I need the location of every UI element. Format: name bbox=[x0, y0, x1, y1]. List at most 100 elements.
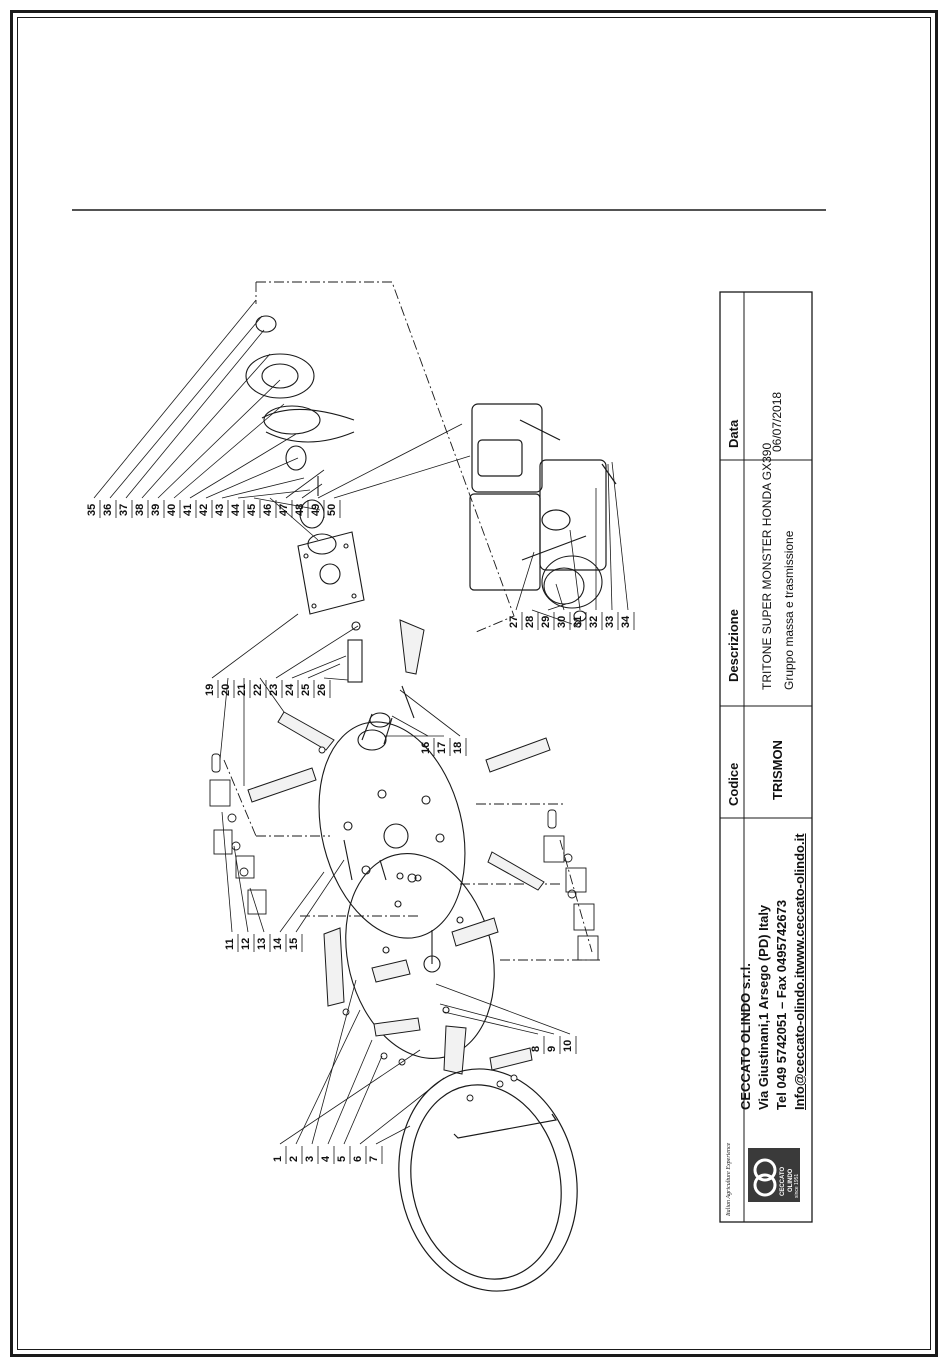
callout-40: 40 bbox=[166, 503, 178, 516]
company-address: Via Giustinani,1 Arsego (PD) Italy bbox=[756, 904, 771, 1110]
callout-15: 15 bbox=[288, 937, 300, 950]
company-web[interactable]: Info@ceccato-olindo.itwww.ceccato-olindo… bbox=[792, 833, 807, 1110]
callout-6: 6 bbox=[352, 1155, 364, 1162]
bolt-fasteners bbox=[318, 620, 582, 1102]
leader-2 bbox=[295, 1009, 361, 1145]
leader-6 bbox=[359, 1077, 445, 1145]
codice-value: TRISMON bbox=[770, 740, 785, 800]
callout-22: 22 bbox=[252, 683, 264, 696]
callout-37: 37 bbox=[118, 503, 130, 516]
title-block-grid bbox=[719, 291, 813, 1223]
leader-12 bbox=[233, 845, 249, 933]
callout-1: 1 bbox=[272, 1155, 284, 1162]
callout-46: 46 bbox=[262, 503, 274, 516]
callout-4: 4 bbox=[320, 1155, 332, 1162]
callout-24: 24 bbox=[284, 683, 296, 696]
leader-41 bbox=[189, 433, 297, 499]
callout-3: 3 bbox=[304, 1155, 316, 1162]
callout-48: 48 bbox=[294, 503, 306, 516]
callout-34: 34 bbox=[620, 615, 632, 628]
leader-8 bbox=[443, 1011, 539, 1035]
callout-27: 27 bbox=[508, 615, 520, 628]
callout-26: 26 bbox=[316, 683, 328, 696]
callout-20: 20 bbox=[220, 683, 232, 696]
callout-5: 5 bbox=[336, 1155, 348, 1162]
callout-2: 2 bbox=[288, 1155, 300, 1162]
leader-19 bbox=[211, 613, 299, 679]
leader-46 bbox=[269, 497, 319, 541]
callout-41: 41 bbox=[182, 503, 194, 516]
leader-30 bbox=[555, 583, 565, 611]
callout-19: 19 bbox=[204, 683, 216, 696]
leader-47 bbox=[285, 469, 325, 499]
callout-35: 35 bbox=[86, 503, 98, 516]
callout-50: 50 bbox=[326, 503, 338, 516]
leader-27 bbox=[515, 551, 535, 611]
page-border-inner bbox=[17, 17, 931, 1350]
leader-28 bbox=[531, 609, 573, 625]
callout-44: 44 bbox=[230, 503, 242, 516]
leader-29 bbox=[547, 603, 567, 611]
outer-rim-ring bbox=[398, 1068, 578, 1292]
callout-49: 49 bbox=[310, 503, 322, 516]
leader-42 bbox=[205, 457, 299, 499]
leader-4 bbox=[327, 1039, 373, 1145]
callout-47: 47 bbox=[278, 503, 290, 516]
bearing-support-plate bbox=[297, 531, 365, 615]
leader-9 bbox=[439, 1003, 555, 1035]
leader-23 bbox=[275, 625, 359, 679]
leader-33 bbox=[607, 463, 613, 611]
callout-30: 30 bbox=[556, 615, 568, 628]
callout-29: 29 bbox=[540, 615, 552, 628]
pulley-bearing-stack bbox=[245, 315, 355, 555]
leader-49 bbox=[317, 423, 463, 499]
leader-31 bbox=[569, 529, 581, 611]
leader-3 bbox=[311, 979, 357, 1145]
header-codice: Codice bbox=[726, 762, 741, 806]
callout-32: 32 bbox=[588, 615, 600, 628]
callout-45: 45 bbox=[246, 503, 258, 516]
leader-7 bbox=[375, 1125, 411, 1145]
header-data: Data bbox=[726, 419, 741, 448]
leader-37 bbox=[125, 329, 265, 499]
leader-15 bbox=[295, 859, 345, 933]
callout-11: 11 bbox=[224, 938, 236, 950]
leader-36 bbox=[109, 315, 263, 499]
callout-21: 21 bbox=[236, 683, 248, 696]
logo-since: since 1951 bbox=[794, 1173, 800, 1198]
header-descrizione: Descrizione bbox=[726, 609, 741, 682]
leader-45 bbox=[253, 497, 321, 511]
leader-34 bbox=[611, 461, 629, 611]
callout-43: 43 bbox=[214, 503, 226, 516]
callout-14: 14 bbox=[272, 937, 284, 950]
descrizione-line1: TRITONE SUPER MONSTER HONDA GX390 bbox=[760, 442, 774, 690]
leader-5 bbox=[343, 1055, 383, 1145]
lower-disc-plate bbox=[345, 853, 495, 1059]
data-value: 06/07/2018 bbox=[770, 391, 784, 452]
upper-disc-plate bbox=[318, 721, 466, 939]
callout-18: 18 bbox=[452, 741, 464, 754]
callout-13: 13 bbox=[256, 937, 268, 950]
callout-17: 17 bbox=[436, 741, 448, 754]
callout-25: 25 bbox=[300, 683, 312, 696]
leader-16 bbox=[391, 715, 429, 737]
leader-26 bbox=[323, 677, 349, 681]
company-logo bbox=[748, 1148, 800, 1202]
callout-28: 28 bbox=[524, 615, 536, 628]
callout-9: 9 bbox=[546, 1045, 558, 1052]
leader-10 bbox=[435, 983, 571, 1035]
callout-36: 36 bbox=[102, 503, 114, 516]
leader-18 bbox=[399, 689, 461, 737]
leader-24 bbox=[291, 655, 347, 679]
logo-text: CECCATO bbox=[780, 1166, 786, 1196]
callout-8: 8 bbox=[530, 1045, 542, 1052]
leader-14 bbox=[279, 871, 325, 933]
callout-7: 7 bbox=[368, 1155, 380, 1162]
callout-38: 38 bbox=[134, 503, 146, 516]
leader-48 bbox=[301, 483, 323, 499]
leader-44 bbox=[237, 489, 311, 499]
leader-35 bbox=[93, 299, 257, 499]
leader-43 bbox=[221, 477, 305, 499]
leader-40 bbox=[173, 403, 285, 499]
